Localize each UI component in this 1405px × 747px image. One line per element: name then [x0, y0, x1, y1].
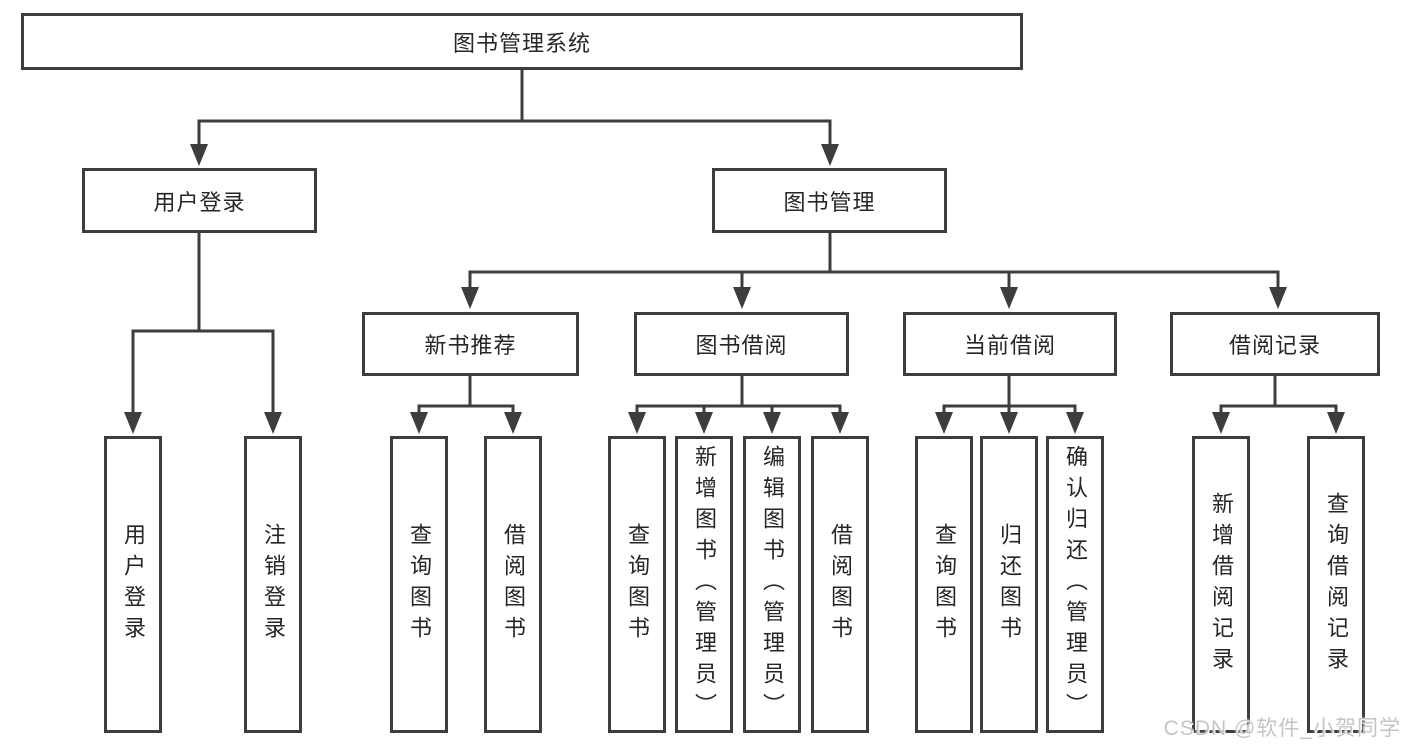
node-book-management-label: 图书管理 [783, 189, 876, 215]
leaf-records-query-record: 查询借阅记录 [1307, 436, 1365, 733]
leaf-recommend-borrow-books-label: 借阅图书 [501, 522, 526, 647]
node-library-management-system: 图书管理系统 [21, 13, 1023, 70]
leaf-current-return-books-label: 归还图书 [997, 522, 1022, 647]
node-user-login-label: 用户登录 [153, 189, 246, 215]
node-book-management: 图书管理 [712, 168, 947, 233]
leaf-current-query-books: 查询图书 [915, 436, 973, 733]
leaf-borrow-add-books-admin-label: 新增图书（管理员） [692, 445, 717, 724]
leaf-borrow-query-books: 查询图书 [608, 436, 666, 733]
node-new-book-recommend: 新书推荐 [362, 312, 579, 376]
leaf-records-query-record-label: 查询借阅记录 [1324, 491, 1349, 678]
node-book-borrow-label: 图书借阅 [695, 333, 788, 358]
node-new-book-recommend-label: 新书推荐 [424, 333, 517, 358]
node-user-login: 用户登录 [82, 168, 317, 233]
leaf-current-query-books-label: 查询图书 [932, 522, 957, 647]
leaf-recommend-query-books: 查询图书 [390, 436, 448, 733]
leaf-borrow-edit-books-admin-label: 编辑图书（管理员） [760, 445, 785, 724]
leaf-borrow-query-books-label: 查询图书 [625, 522, 650, 647]
node-current-borrow: 当前借阅 [903, 312, 1117, 376]
watermark: CSDN @软件_小贺同学 [1163, 717, 1401, 740]
leaf-records-add-record: 新增借阅记录 [1192, 436, 1250, 733]
leaf-user-login: 用户登录 [104, 436, 162, 733]
node-library-management-system-label: 图书管理系统 [452, 30, 591, 56]
leaf-records-add-record-label: 新增借阅记录 [1209, 491, 1234, 678]
leaf-logout-login-label: 注销登录 [261, 522, 286, 647]
leaf-borrow-edit-books-admin: 编辑图书（管理员） [743, 436, 801, 733]
node-borrow-records: 借阅记录 [1170, 312, 1380, 376]
leaf-recommend-query-books-label: 查询图书 [407, 522, 432, 647]
leaf-current-confirm-return-admin: 确认归还（管理员） [1046, 436, 1104, 733]
leaf-user-login-label: 用户登录 [121, 522, 146, 647]
leaf-current-confirm-return-admin-label: 确认归还（管理员） [1063, 445, 1088, 724]
leaf-recommend-borrow-books: 借阅图书 [484, 436, 542, 733]
leaf-borrow-add-books-admin: 新增图书（管理员） [675, 436, 733, 733]
leaf-borrow-borrow-books: 借阅图书 [811, 436, 869, 733]
leaf-logout-login: 注销登录 [244, 436, 302, 733]
node-book-borrow: 图书借阅 [634, 312, 849, 376]
leaf-borrow-borrow-books-label: 借阅图书 [828, 522, 853, 647]
node-current-borrow-label: 当前借阅 [963, 333, 1056, 358]
leaf-current-return-books: 归还图书 [980, 436, 1038, 733]
node-borrow-records-label: 借阅记录 [1228, 333, 1321, 358]
